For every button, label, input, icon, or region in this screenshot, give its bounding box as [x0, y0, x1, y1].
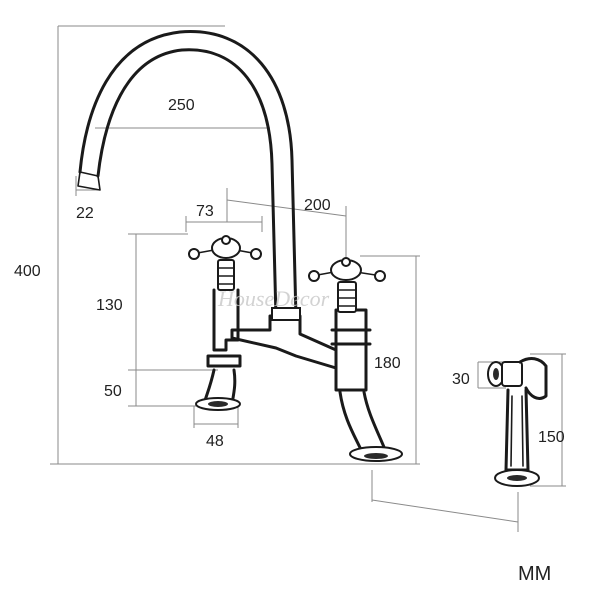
label-right-height: 180 — [374, 355, 401, 372]
unit-label: MM — [518, 563, 551, 585]
dimension-labels: 250 22 73 200 400 130 50 48 180 30 150 — [14, 97, 565, 450]
label-center-distance: 200 — [304, 197, 331, 214]
label-total-height: 400 — [14, 263, 41, 280]
label-base-diameter: 48 — [206, 433, 224, 450]
label-handle-height: 130 — [96, 297, 123, 314]
spout-outer — [78, 30, 298, 320]
side-spray-drawing — [487, 357, 548, 487]
label-base-height: 50 — [104, 383, 122, 400]
right-column — [334, 308, 368, 392]
label-spray-length: 150 — [538, 429, 565, 446]
label-spout-reach: 250 — [168, 97, 195, 114]
watermark: HouseDecor — [217, 286, 330, 311]
right-cross-handle — [308, 257, 386, 313]
label-spray-head: 30 — [452, 371, 470, 388]
left-cross-handle — [188, 235, 262, 291]
label-handle-width: 73 — [196, 203, 214, 220]
label-spout-outlet: 22 — [76, 205, 94, 222]
bridge-body — [230, 314, 338, 370]
faucet-drawing — [77, 30, 403, 462]
spout-inner — [96, 48, 278, 320]
left-column — [212, 288, 240, 352]
dimension-lines — [50, 25, 566, 532]
